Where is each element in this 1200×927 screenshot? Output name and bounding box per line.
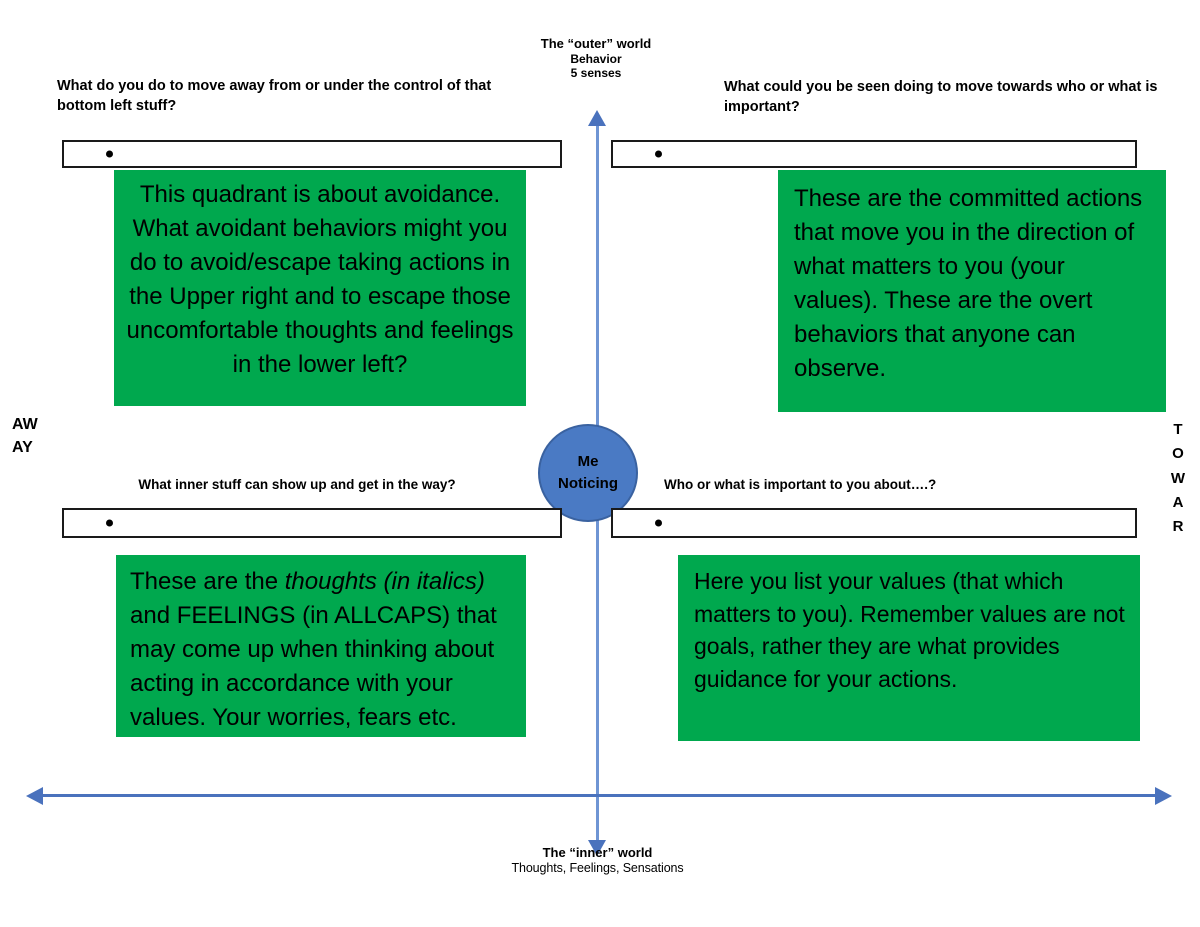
- vertical-axis-up-arrow-icon: [588, 110, 606, 126]
- toward-axis-letter: R: [1172, 518, 1184, 536]
- lower-right-explanation-box: Here you list your values (that which ma…: [678, 555, 1140, 741]
- toward-axis-letter: W: [1170, 469, 1186, 487]
- toward-axis-label: T O W A R: [1163, 418, 1193, 539]
- upper-right-explanation-box: These are the committed actions that mov…: [778, 170, 1166, 412]
- horizontal-axis-line: [42, 794, 1156, 797]
- upper-right-entry-bar[interactable]: [611, 140, 1137, 168]
- bullet-icon: [106, 519, 113, 527]
- lower-right-entry-bar[interactable]: [611, 508, 1137, 538]
- me-noticing-circle[interactable]: Me Noticing: [538, 424, 638, 522]
- toward-axis-letter: A: [1172, 493, 1184, 511]
- toward-axis-letter: T: [1173, 421, 1183, 438]
- lower-left-explanation-part2: and FEELINGS (in ALLCAPS) that may come …: [130, 602, 497, 732]
- upper-left-entry-bar[interactable]: [62, 140, 562, 168]
- lower-left-explanation-text: These are the thoughts (in italics) and …: [130, 565, 514, 735]
- bottom-axis-caption-line2: Thoughts, Feelings, Sensations: [511, 860, 684, 875]
- top-axis-caption: The “outer” world Behavior 5 senses: [496, 36, 696, 81]
- top-axis-caption-line1: The “outer” world: [540, 36, 652, 51]
- lower-right-explanation-text: Here you list your values (that which ma…: [694, 568, 1125, 692]
- away-axis-label-line1: AW: [12, 416, 38, 433]
- lower-left-entry-bar[interactable]: [62, 508, 562, 538]
- lower-right-prompt: Who or what is important to you about….?: [664, 477, 937, 492]
- upper-right-explanation-text: These are the committed actions that mov…: [794, 185, 1143, 383]
- me-noticing-line2: Noticing: [558, 475, 618, 492]
- bottom-axis-caption: The “inner” world Thoughts, Feelings, Se…: [485, 845, 710, 876]
- lower-left-explanation-part1: These are the: [130, 568, 285, 595]
- upper-left-explanation-box: This quadrant is about avoidance. What a…: [114, 170, 526, 406]
- top-axis-caption-line2: Behavior: [570, 51, 622, 66]
- lower-left-explanation-italic: thoughts (in italics): [284, 568, 485, 595]
- away-axis-label-line2: AY: [12, 439, 33, 457]
- bullet-icon: [655, 150, 662, 158]
- lower-left-prompt: What inner stuff can show up and get in …: [138, 477, 456, 492]
- toward-axis-letter: O: [1172, 445, 1184, 463]
- upper-right-prompt: What could you be seen doing to move tow…: [724, 79, 1158, 115]
- bullet-icon: [655, 519, 662, 527]
- horizontal-axis-right-arrow-icon: [1155, 787, 1172, 805]
- me-noticing-line1: Me: [577, 452, 599, 470]
- away-axis-label: AW AY: [12, 413, 58, 459]
- upper-left-prompt: What do you do to move away from or unde…: [57, 78, 492, 114]
- bullet-icon: [106, 150, 113, 158]
- lower-left-explanation-box: These are the thoughts (in italics) and …: [116, 555, 526, 737]
- upper-left-explanation-text: This quadrant is about avoidance. What a…: [126, 181, 514, 379]
- vertical-axis-down-arrow-icon: [588, 840, 606, 856]
- top-axis-caption-line3: 5 senses: [570, 66, 622, 81]
- bottom-axis-caption-line1: The “inner” world: [542, 845, 653, 860]
- horizontal-axis-left-arrow-icon: [26, 787, 43, 805]
